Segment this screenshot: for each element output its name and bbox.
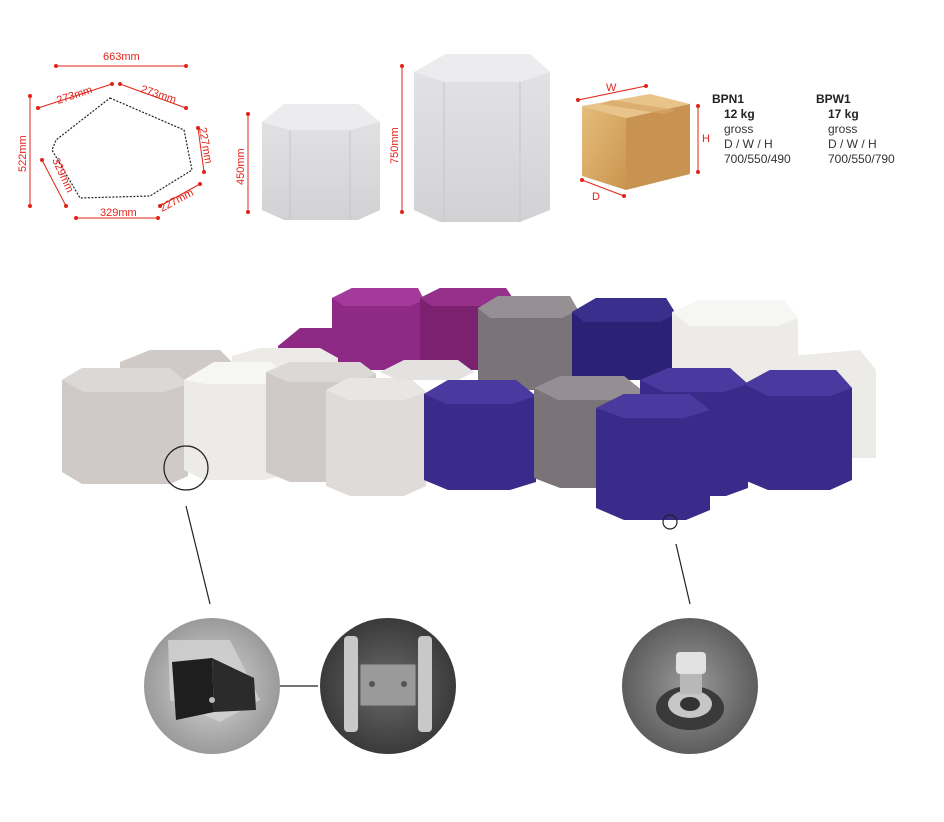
tall-pouf-illustration: 750mm bbox=[389, 54, 550, 222]
dim-height-total: 522mm bbox=[17, 135, 29, 172]
spec-dims-label: D / W / H bbox=[724, 137, 773, 151]
box-label-h: H bbox=[702, 133, 710, 145]
spec-code: BPW1 bbox=[816, 92, 851, 106]
dim-tall-pouf-height: 750mm bbox=[389, 127, 401, 164]
spec-weight: 12 kg bbox=[724, 107, 755, 121]
box-label-d: D bbox=[592, 191, 600, 203]
dim-side-top-right: 273mm bbox=[139, 83, 178, 106]
spec-code: BPN1 bbox=[712, 92, 745, 106]
shipping-box-illustration: W H D bbox=[576, 82, 710, 203]
spec-gross: gross bbox=[724, 122, 754, 136]
connector-detail-photo bbox=[144, 618, 280, 754]
dim-side-bottom: 329mm bbox=[100, 207, 137, 219]
low-pouf-illustration: 450mm bbox=[235, 104, 380, 220]
spec-gross: gross bbox=[828, 122, 858, 136]
dim-width-total: 663mm bbox=[103, 51, 140, 63]
dim-side-top-left: 273mm bbox=[55, 84, 94, 107]
dim-side-left: 329mm bbox=[49, 156, 75, 194]
box-label-w: W bbox=[606, 82, 617, 94]
spec-weight: 17 kg bbox=[828, 107, 859, 121]
dim-side-bottom-right: 227mm bbox=[158, 187, 196, 215]
dim-side-right: 227mm bbox=[196, 126, 214, 164]
dim-low-pouf-height: 450mm bbox=[235, 148, 247, 185]
spec-dims: 700/550/790 bbox=[828, 152, 895, 166]
spec-dims-label: D / W / H bbox=[828, 137, 877, 151]
pentagon-footprint: 663mm 273mm 273mm 522mm 227mm 329mm 227m… bbox=[17, 51, 214, 220]
spec-dims: 700/550/490 bbox=[724, 152, 791, 166]
spec-bpn1: BPN1 12 kg gross D / W / H 700/550/490 bbox=[712, 92, 791, 167]
glide-foot-detail-photo bbox=[622, 618, 758, 754]
clip-detail-photo bbox=[320, 618, 456, 754]
spec-bpw1: BPW1 17 kg gross D / W / H 700/550/790 bbox=[816, 92, 895, 167]
modular-seating-composition bbox=[62, 288, 876, 605]
